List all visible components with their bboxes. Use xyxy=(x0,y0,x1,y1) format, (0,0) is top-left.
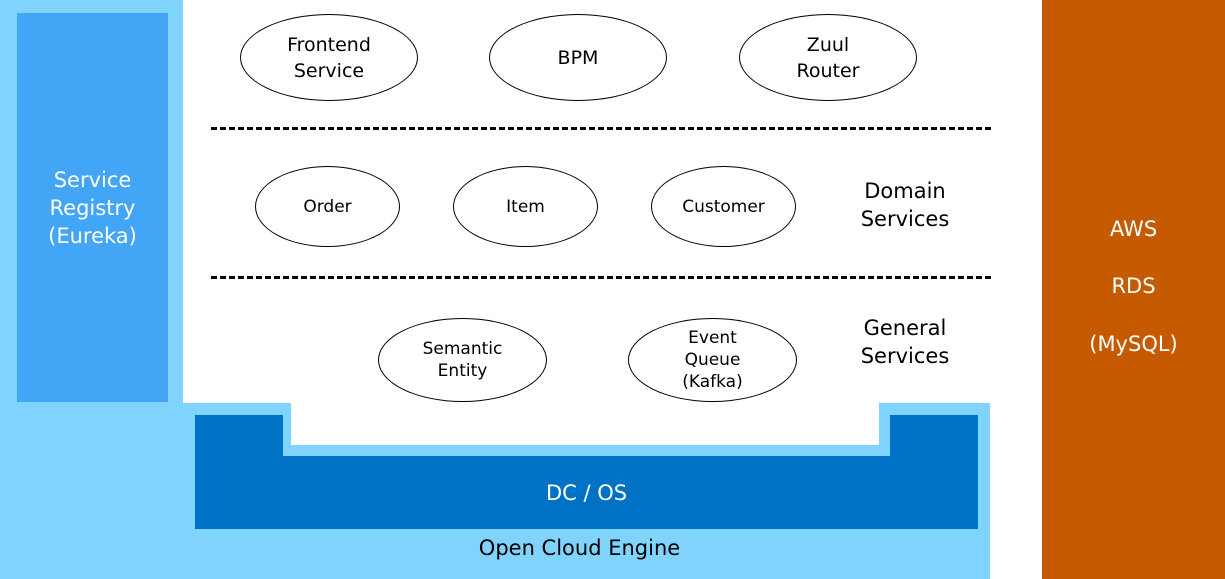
dcos-label: DC / OS xyxy=(545,480,628,505)
service-registry-label: Service Registry (Eureka) xyxy=(48,167,137,248)
open-cloud-engine-label: Open Cloud Engine xyxy=(478,536,681,560)
customer-label: Customer xyxy=(682,196,765,217)
event-queue-label: Event Queue (Kafka) xyxy=(682,328,743,392)
service-registry-box: Service Registry (Eureka) xyxy=(17,13,168,402)
semantic-entity-node: Semantic Entity xyxy=(378,318,547,402)
customer-node: Customer xyxy=(651,166,796,247)
order-node: Order xyxy=(255,166,400,247)
zuul-router-node: Zuul Router xyxy=(739,14,917,101)
aws-label: AWS xyxy=(1109,217,1158,241)
order-label: Order xyxy=(303,196,352,217)
zuul-router-label: Zuul Router xyxy=(796,33,860,82)
separator-line-top xyxy=(211,127,991,130)
mysql-label: (MySQL) xyxy=(1089,332,1178,356)
event-queue-node: Event Queue (Kafka) xyxy=(628,318,797,402)
general-services-label: General Services xyxy=(860,316,950,368)
aws-rds-box: AWS RDS (MySQL) xyxy=(1042,0,1225,579)
separator-line-bottom xyxy=(211,276,991,279)
semantic-entity-label: Semantic Entity xyxy=(422,339,503,381)
rds-label: RDS xyxy=(1111,274,1156,298)
dcos-block: DC / OS xyxy=(195,415,978,529)
domain-services-label: Domain Services xyxy=(860,179,950,231)
frontend-service-label: Frontend Service xyxy=(287,33,371,82)
item-node: Item xyxy=(453,166,598,247)
bpm-label: BPM xyxy=(557,46,599,69)
item-label: Item xyxy=(506,196,545,217)
frontend-service-node: Frontend Service xyxy=(240,14,418,101)
bpm-node: BPM xyxy=(489,14,667,101)
engine-notch xyxy=(291,403,879,445)
dcos-base: DC / OS xyxy=(195,456,978,529)
